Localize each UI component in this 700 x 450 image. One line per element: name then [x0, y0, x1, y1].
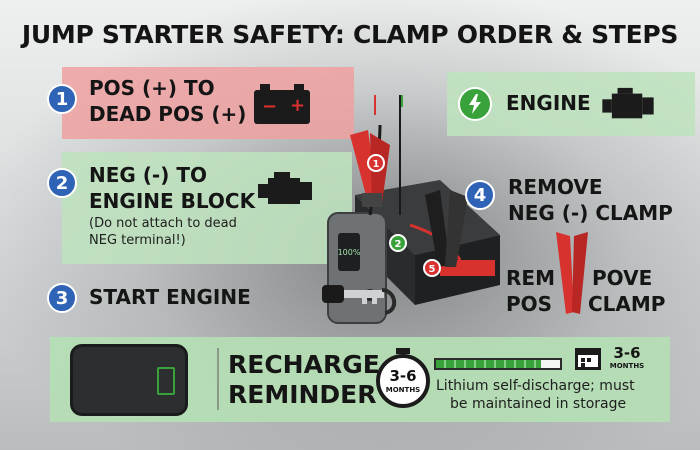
calendar-bottom-text: MONTHS: [609, 362, 645, 370]
recharge-line1: RECHARGE: [228, 350, 380, 379]
step-1-line1: POS (+) TO: [89, 76, 215, 100]
charge-progress-fill: [436, 360, 542, 368]
step-2-line2: ENGINE BLOCK: [89, 189, 256, 213]
calendar-icon: [575, 345, 601, 371]
stopwatch-icon: 3-6 MONTHS: [374, 348, 432, 412]
recharge-note-line1: Lithium self-discharge; must: [436, 378, 635, 394]
engine-label: ENGINE: [506, 91, 591, 115]
marker-2: 2: [389, 234, 407, 252]
power-bank-icon: [70, 344, 188, 416]
device-screen-text: 100%: [338, 248, 361, 257]
step-5-right-line1: POVE: [592, 266, 653, 290]
jump-starter-illustration: 100% 1 2 5: [322, 95, 500, 324]
step-5-left-line2: POS: [506, 292, 553, 316]
marker-5: 5: [423, 259, 441, 277]
jump-starter-device-icon: 100%: [327, 212, 387, 324]
charge-progress-bar: [434, 358, 562, 370]
svg-text:5: 5: [429, 264, 436, 275]
recharge-divider: [217, 348, 219, 410]
timer-top-text: 3-6: [389, 367, 417, 385]
step-5-left-line1: REM: [506, 266, 555, 290]
step-3-number: 3: [47, 283, 77, 313]
step-2-line1: NEG (-) TO: [89, 163, 207, 187]
svg-text:1: 1: [373, 159, 380, 170]
engine-small-icon: [602, 87, 654, 119]
timer-bottom-text: MONTHS: [385, 386, 421, 394]
step-4-line1: REMOVE: [508, 175, 603, 199]
step-1-number: 1: [47, 84, 77, 114]
step-4-line2: NEG (-) CLAMP: [508, 201, 673, 225]
red-clamp-large-icon: [556, 232, 588, 314]
battery-minus-sign: −: [262, 96, 278, 117]
svg-text:2: 2: [395, 239, 402, 250]
step-5-right-line2: CLAMP: [588, 292, 666, 316]
step-2-note-line1: (Do not attach to dead: [89, 216, 237, 231]
engine-lightning-icon: [458, 87, 492, 121]
car-key-icon: [322, 285, 397, 315]
step-2-note-line2: NEG terminal!): [89, 233, 186, 248]
recharge-line2: REMINDER: [228, 380, 377, 409]
marker-1: 1: [367, 154, 385, 172]
page-title: JUMP STARTER SAFETY: CLAMP ORDER & STEPS: [21, 20, 679, 49]
black-clamp-icon: [425, 190, 468, 267]
step-3-label: START ENGINE: [89, 285, 251, 309]
battery-icon: − +: [254, 84, 310, 124]
step-2-panel: [62, 152, 352, 264]
engine-icon: [258, 172, 312, 204]
recharge-note-line2: be maintained in storage: [450, 396, 627, 412]
calendar-top-text: 3-6: [613, 344, 641, 362]
battery-plus-sign: +: [290, 95, 306, 116]
step-2-number: 2: [47, 168, 77, 198]
step-1-line2: DEAD POS (+): [89, 102, 247, 126]
step-4-number: 4: [465, 180, 495, 210]
